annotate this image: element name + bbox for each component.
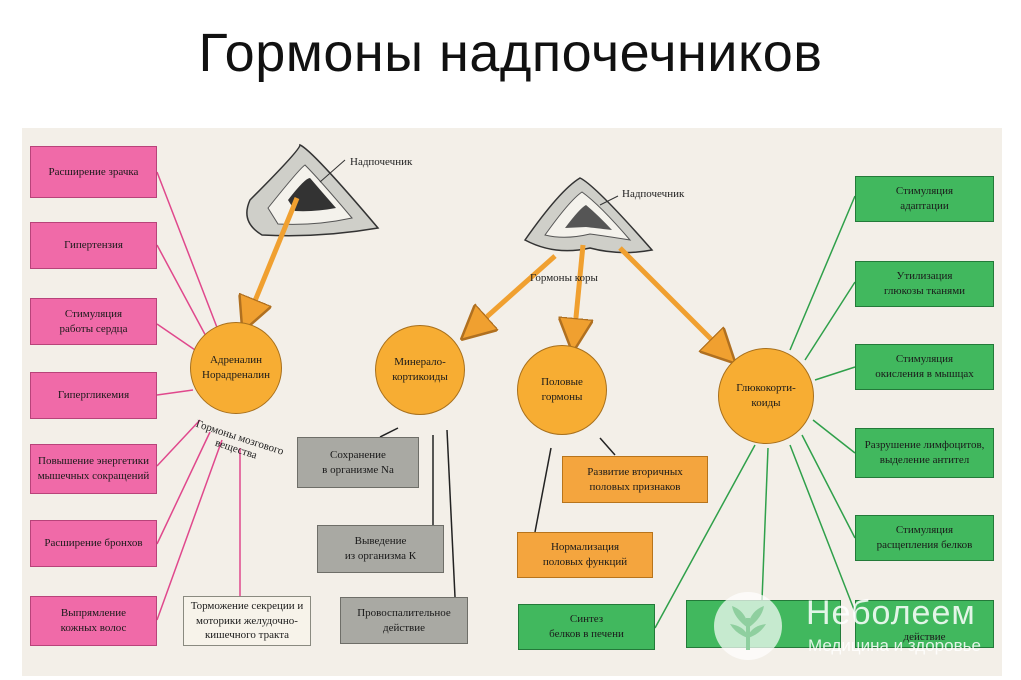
- circle-adrenaline: Адреналин Норадреналин: [190, 322, 282, 414]
- gray-box: Провоспалительное действие: [340, 597, 468, 644]
- diagram-paper: [22, 128, 1002, 676]
- green-box: Стимуляция адаптации: [855, 176, 994, 222]
- gray-box: Выведение из организма К: [317, 525, 444, 573]
- watermark-logo-icon: [714, 592, 782, 660]
- pink-box: Гипертензия: [30, 222, 157, 269]
- green-box: Разрушение лимфоцитов, выделение антител: [855, 428, 994, 478]
- green-box: Утилизация глюкозы тканями: [855, 261, 994, 307]
- green-box: Синтез белков в печени: [518, 604, 655, 650]
- watermark-line2: Медицина и здоровье: [808, 636, 981, 655]
- pink-box: Стимуляция работы сердца: [30, 298, 157, 345]
- pink-box: Расширение бронхов: [30, 520, 157, 567]
- green-box: действие: [855, 600, 994, 648]
- orange-box: Развитие вторичных половых признаков: [562, 456, 708, 503]
- digestive-inhibition-box: Торможение секреции и моторики желудочно…: [183, 596, 311, 646]
- orange-box: Нормализация половых функций: [517, 532, 653, 578]
- green-box: Стимуляция расщепления белков: [855, 515, 994, 561]
- circle-mineralocorticoids: Минерало- кортикоиды: [375, 325, 465, 415]
- green-box: Стимуляция окисления в мышцах: [855, 344, 994, 390]
- cortex-hormones-label: Гормоны коры: [530, 272, 598, 284]
- page-title: Гормоны надпочечников: [198, 23, 823, 83]
- adrenal-gland-right-icon: [523, 177, 654, 254]
- pink-box: Расширение зрачка: [30, 146, 157, 198]
- adrenal-gland-left-icon: [246, 143, 380, 237]
- adrenal-label-left: Надпочечник: [350, 156, 413, 168]
- circle-glucocorticoids: Глюкокорти- коиды: [718, 348, 814, 444]
- watermark-line1: Неболеем: [806, 594, 976, 632]
- pink-box: Гипергликемия: [30, 372, 157, 419]
- pink-box: Выпрямление кожных волос: [30, 596, 157, 646]
- adrenal-label-right: Надпочечник: [622, 188, 685, 200]
- gray-box: Сохранение в организме Na: [297, 437, 419, 488]
- circle-sex-hormones: Половые гормоны: [517, 345, 607, 435]
- pink-box: Повышение энергетики мышечных сокращений: [30, 444, 157, 494]
